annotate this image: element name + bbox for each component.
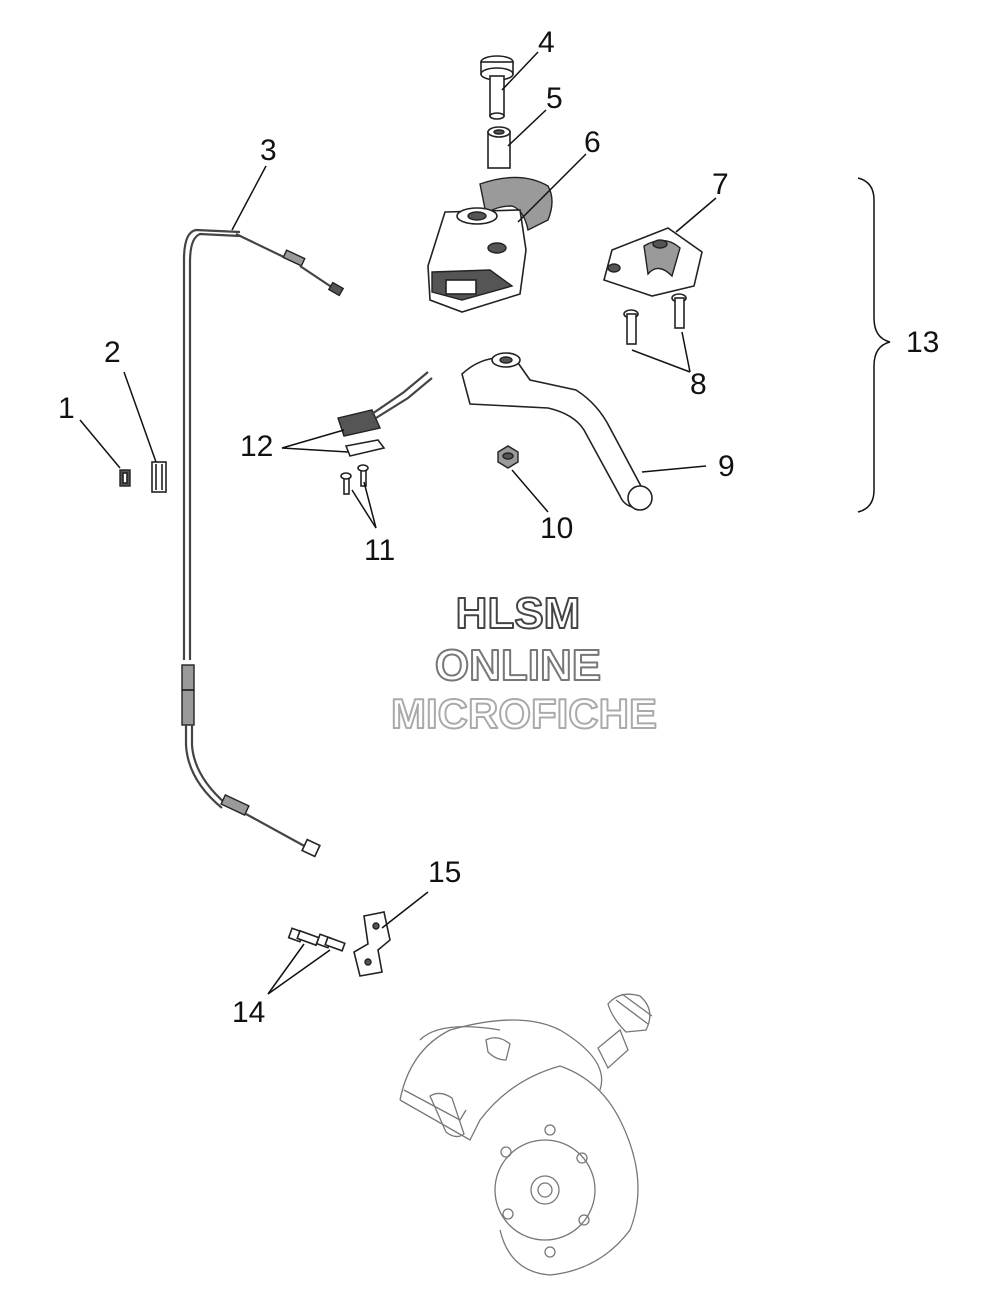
watermark-line-3: MICROFICHE [391, 690, 657, 737]
part-14-screws[interactable] [287, 927, 346, 952]
part-5-bushing[interactable] [487, 126, 511, 169]
watermark-line-1: HLSM [456, 589, 581, 638]
part-6-bracket[interactable] [427, 176, 553, 313]
part-15-bracket[interactable] [353, 911, 391, 977]
brace-13 [857, 177, 891, 513]
callout-2[interactable]: 2 [104, 336, 121, 369]
watermark: HLSM ONLINE MICROFICHE [390, 588, 658, 738]
part-2-clamp[interactable] [151, 461, 167, 493]
part-8-screws[interactable] [623, 293, 687, 345]
part-1-clip[interactable] [119, 469, 131, 487]
callout-5[interactable]: 5 [546, 82, 563, 115]
callout-1[interactable]: 1 [58, 392, 75, 425]
watermark-line-2: ONLINE [435, 641, 601, 690]
callout-7[interactable]: 7 [712, 168, 729, 201]
callout-numbers: 1 2 3 4 5 6 7 8 9 10 11 12 13 14 15 [58, 26, 939, 1029]
part-3-cable[interactable] [181, 228, 345, 858]
callout-15[interactable]: 15 [428, 856, 461, 889]
callout-11[interactable]: 11 [364, 534, 395, 567]
callout-8[interactable]: 8 [690, 368, 707, 401]
callout-13[interactable]: 13 [906, 326, 939, 359]
part-9-lever[interactable] [461, 352, 653, 511]
callout-14[interactable]: 14 [232, 996, 265, 1029]
part-12-switch[interactable] [337, 371, 433, 457]
callout-3[interactable]: 3 [260, 134, 277, 167]
leader-lines [79, 51, 717, 995]
callout-10[interactable]: 10 [540, 512, 573, 545]
callout-6[interactable]: 6 [584, 126, 601, 159]
part-7-clamp[interactable] [603, 227, 703, 297]
part-4-bolt[interactable] [480, 55, 514, 120]
part-11-screws[interactable] [340, 464, 369, 495]
part-10-nut[interactable] [497, 445, 519, 469]
callout-9[interactable]: 9 [718, 450, 735, 483]
callout-12[interactable]: 12 [240, 430, 273, 463]
primary-cover-outline [399, 993, 653, 1276]
callout-4[interactable]: 4 [538, 26, 555, 59]
